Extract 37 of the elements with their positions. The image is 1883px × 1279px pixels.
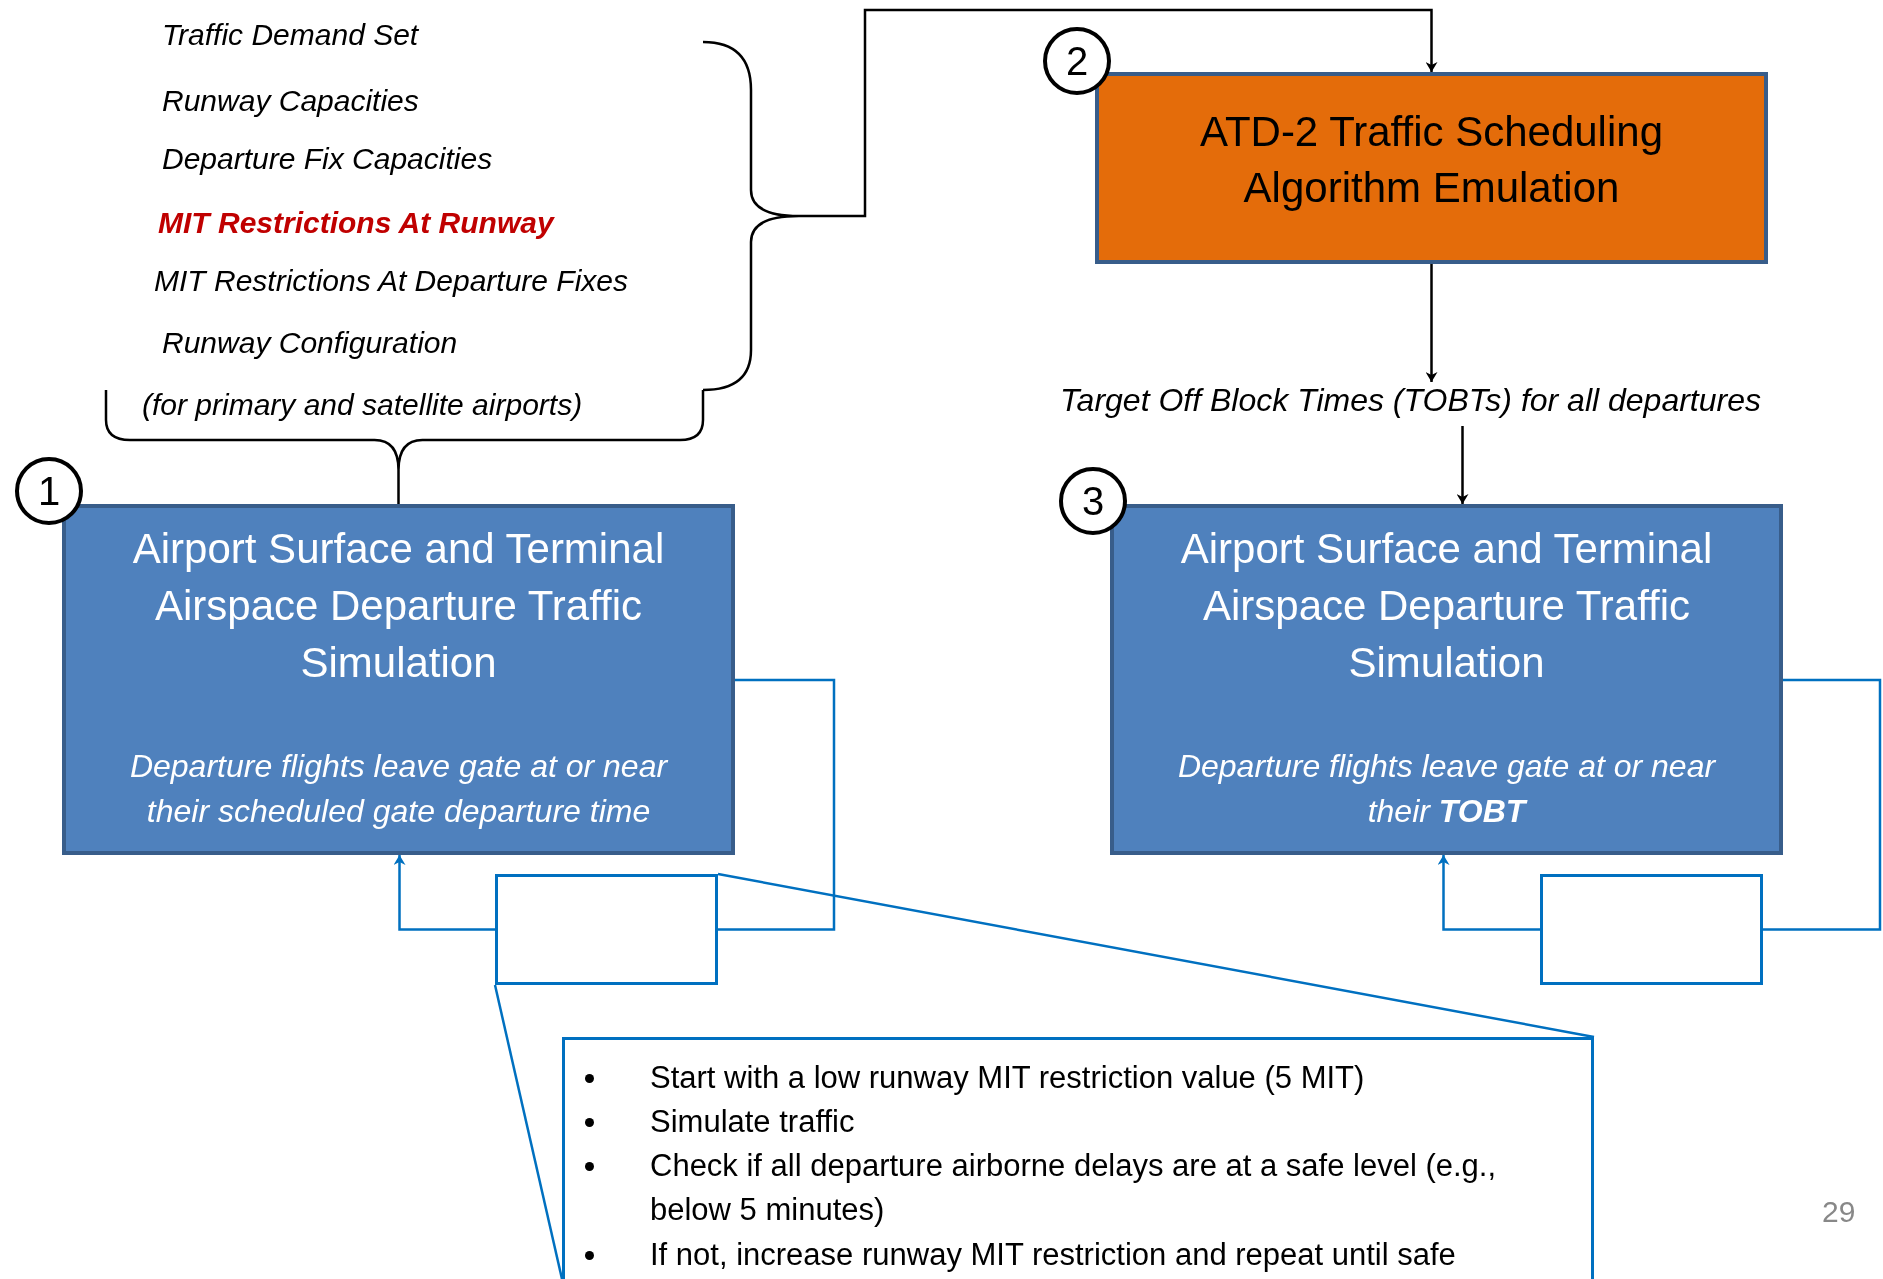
input-item: MIT Restrictions At Runway	[158, 206, 554, 240]
connector-line	[718, 678, 836, 931]
bullet-item: Check if all departure airborne delays are at a safe level (e.g., below 5 minutes)	[650, 1147, 1498, 1229]
arrow	[393, 855, 495, 931]
page-number: 29	[1822, 1195, 1856, 1229]
bullet-item: If not, increase runway MIT restriction and repeat until safe	[650, 1236, 1457, 1274]
arrow	[1456, 426, 1469, 504]
loop-box	[1540, 874, 1763, 985]
step-number: 3	[1059, 467, 1127, 535]
connector-line	[1763, 678, 1882, 931]
input-item: (for primary and satellite airports)	[142, 388, 583, 422]
input-item: Traffic Demand Set	[162, 18, 419, 52]
box-title: ATD-2 Traffic Scheduling Algorithm Emulation	[1199, 107, 1664, 213]
input-item: Runway Capacities	[162, 84, 419, 118]
process-box	[1095, 72, 1768, 264]
input-item: MIT Restrictions At Departure Fixes	[154, 264, 628, 298]
input-item: Runway Configuration	[162, 326, 458, 360]
box-note: Departure flights leave gate at or near their TOBT	[1176, 747, 1717, 831]
arrow	[1425, 264, 1438, 382]
connector-line	[717, 872, 1595, 1039]
process-box	[1110, 504, 1783, 855]
arrow	[1437, 855, 1540, 931]
connector-line	[493, 984, 564, 1279]
input-item: Departure Fix Capacities	[162, 142, 493, 176]
box-note: Departure flights leave gate at or near their scheduled gate departure time	[128, 747, 669, 831]
box-title: Airport Surface and Terminal Airspace Departure Traffic Simulation	[1179, 524, 1714, 688]
bullet-item: Start with a low runway MIT restriction value (5 MIT)	[650, 1059, 1366, 1097]
process-box	[62, 504, 735, 855]
loop-box	[495, 874, 718, 985]
brace-connector	[104, 388, 705, 506]
brace-connector	[701, 8, 1438, 392]
step-number: 1	[15, 457, 83, 525]
flow-label: Target Off Block Times (TOBTs) for all departures	[1060, 382, 1761, 419]
box-title: Airport Surface and Terminal Airspace Departure Traffic Simulation	[131, 524, 666, 688]
bullet-item: Simulate traffic	[650, 1103, 856, 1141]
callout-box	[562, 1037, 1594, 1279]
step-number: 2	[1043, 27, 1111, 95]
